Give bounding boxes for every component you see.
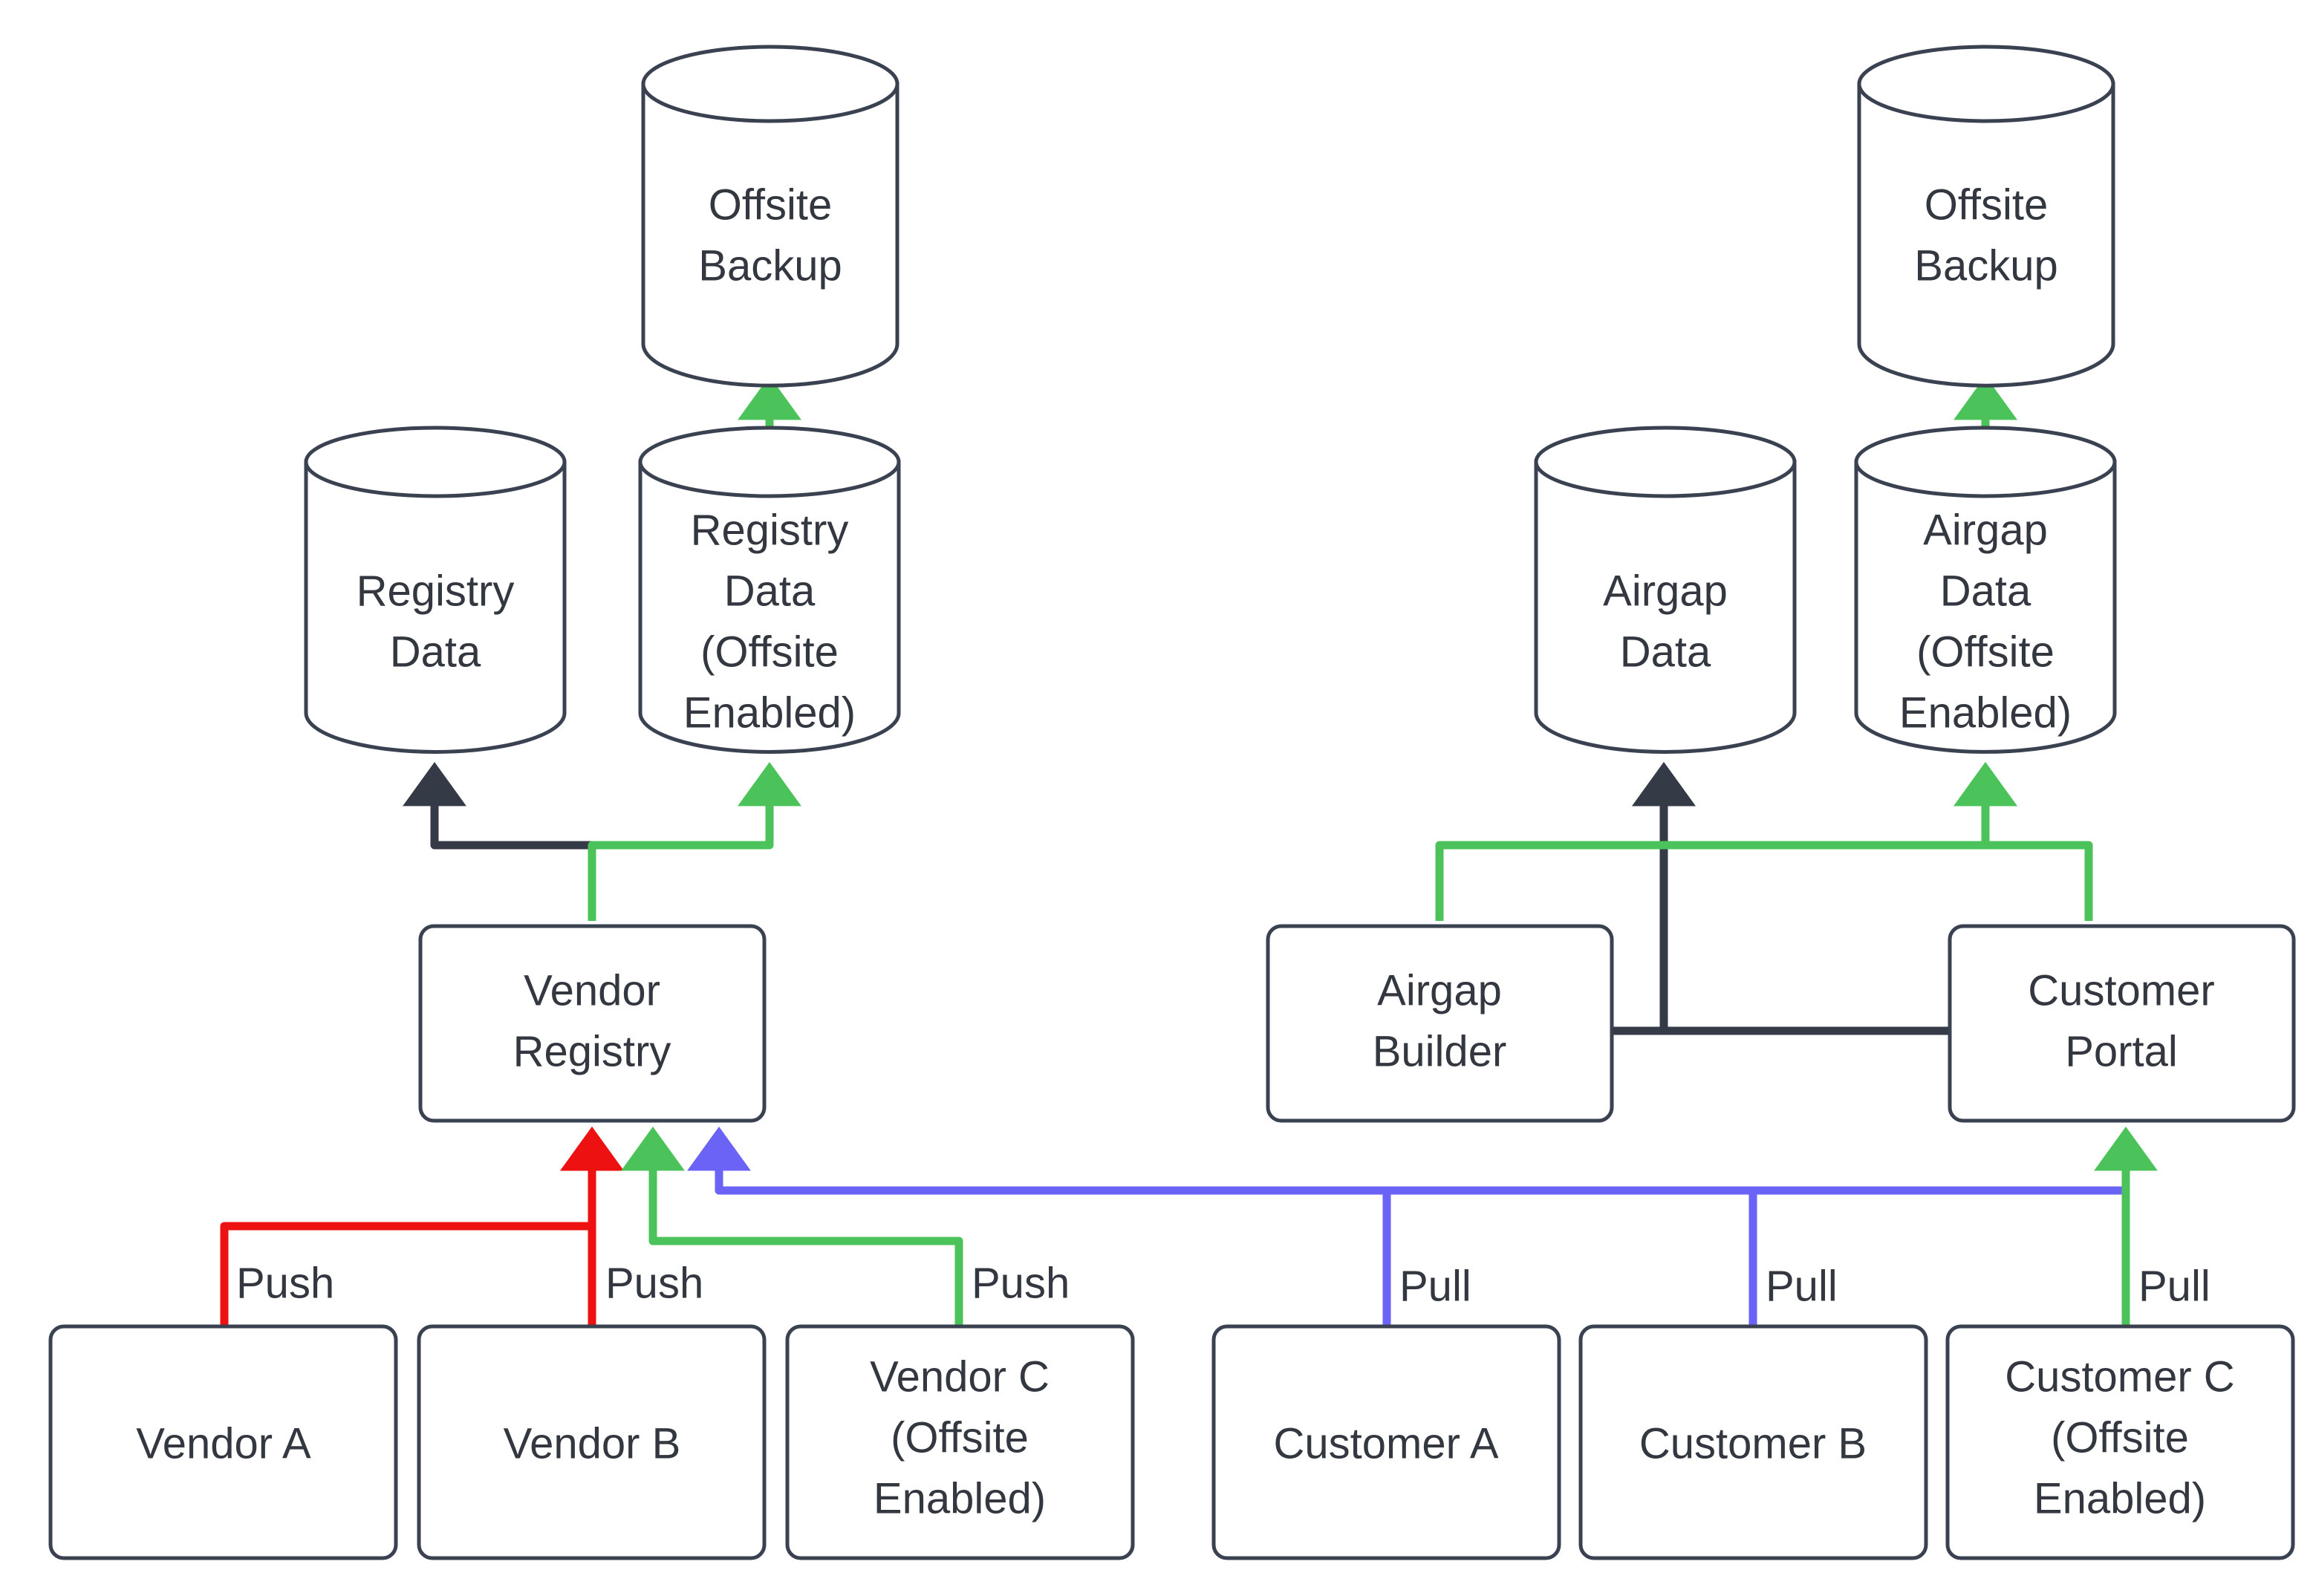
node-label-line2: Data bbox=[390, 628, 481, 676]
node-label-line2: Data bbox=[1940, 567, 2031, 615]
edge-label-pull-c: Pull bbox=[2138, 1262, 2210, 1310]
node-customer-portal[interactable]: Customer Portal bbox=[1948, 924, 2296, 1123]
node-label-line1: Customer B bbox=[1639, 1419, 1867, 1468]
node-registry-data-offsite-enabled[interactable]: Registry Data (Offsite Enabled) bbox=[638, 426, 901, 754]
node-vendor-a[interactable]: Vendor A bbox=[48, 1324, 398, 1560]
node-offsite-backup-right[interactable]: Offsite Backup bbox=[1857, 45, 2115, 388]
node-label-line1: Customer bbox=[2028, 966, 2214, 1014]
node-label-line1: Airgap bbox=[1603, 567, 1728, 615]
node-label-line2: Backup bbox=[698, 241, 842, 290]
node-label-line1: Vendor A bbox=[136, 1419, 311, 1468]
node-label-line1: Customer C bbox=[2005, 1352, 2234, 1401]
edge-customer-portal-to-vendor-registry bbox=[687, 1127, 2126, 1195]
node-customer-b[interactable]: Customer B bbox=[1578, 1324, 1928, 1560]
node-label-line1: Registry bbox=[691, 506, 849, 554]
node-registry-data[interactable]: Registry Data bbox=[304, 426, 567, 754]
node-label-line2: Data bbox=[1620, 628, 1711, 676]
edge-vendor-c-push bbox=[621, 1127, 963, 1326]
node-label-line4: Enabled) bbox=[683, 688, 856, 737]
edge-label-pull-b: Pull bbox=[1766, 1262, 1838, 1310]
node-vendor-b[interactable]: Vendor B bbox=[417, 1324, 767, 1560]
edge-airgap-builder-to-airgap-data bbox=[1613, 762, 1696, 1035]
node-label-line1: Registry bbox=[357, 567, 515, 615]
node-label-line2: Data bbox=[724, 567, 816, 615]
edge-customer-portal-to-airgap-data bbox=[1632, 762, 1949, 1035]
node-airgap-builder[interactable]: Airgap Builder bbox=[1266, 924, 1614, 1123]
node-label-line1: Offsite bbox=[1925, 180, 2049, 229]
node-label-line3: Enabled) bbox=[874, 1474, 1046, 1522]
node-label-line2: Builder bbox=[1373, 1027, 1507, 1075]
edge-vendor-registry-to-registry-data-offsite bbox=[588, 762, 801, 921]
node-vendor-registry[interactable]: Vendor Registry bbox=[418, 924, 767, 1123]
node-airgap-data[interactable]: Airgap Data bbox=[1534, 426, 1797, 754]
edge-customer-portal-to-airgap-data-offsite bbox=[1953, 762, 2093, 921]
node-label-line1: Airgap bbox=[1377, 966, 1502, 1014]
node-label-line2: (Offsite bbox=[2051, 1413, 2189, 1462]
node-label-line2: (Offsite bbox=[891, 1413, 1029, 1462]
node-offsite-backup-left[interactable]: Offsite Backup bbox=[641, 45, 900, 388]
node-label-line3: (Offsite bbox=[700, 628, 839, 676]
edge-label-push-b: Push bbox=[605, 1259, 703, 1307]
node-vendor-c[interactable]: Vendor C (Offsite Enabled) bbox=[785, 1324, 1135, 1560]
node-label-line1: Vendor B bbox=[504, 1419, 681, 1468]
edge-vendor-registry-to-registry-data bbox=[403, 762, 596, 921]
node-label-line2: Backup bbox=[1914, 241, 2057, 290]
node-label-line1: Vendor bbox=[524, 966, 660, 1014]
node-label-line3: (Offsite bbox=[1916, 628, 2055, 676]
edge-label-push-c: Push bbox=[972, 1259, 1070, 1307]
edge-label-push-a: Push bbox=[236, 1259, 334, 1307]
node-label-line2: Registry bbox=[513, 1027, 671, 1075]
node-customer-a[interactable]: Customer A bbox=[1211, 1324, 1561, 1560]
node-label-line1: Offsite bbox=[709, 180, 833, 229]
edge-label-pull-a: Pull bbox=[1399, 1262, 1471, 1310]
node-label-line2: Portal bbox=[2065, 1027, 2178, 1075]
node-label-line4: Enabled) bbox=[1899, 688, 2072, 737]
node-label-line1: Vendor C bbox=[870, 1352, 1050, 1401]
node-airgap-data-offsite-enabled[interactable]: Airgap Data (Offsite Enabled) bbox=[1854, 426, 2117, 754]
node-label-line3: Enabled) bbox=[2034, 1474, 2206, 1522]
node-label-line1: Customer A bbox=[1274, 1419, 1499, 1468]
edge-airgap-builder-to-airgap-data-offsite bbox=[1435, 762, 2017, 921]
node-label-line1: Airgap bbox=[1923, 506, 2048, 554]
node-customer-c[interactable]: Customer C (Offsite Enabled) bbox=[1945, 1324, 2295, 1560]
